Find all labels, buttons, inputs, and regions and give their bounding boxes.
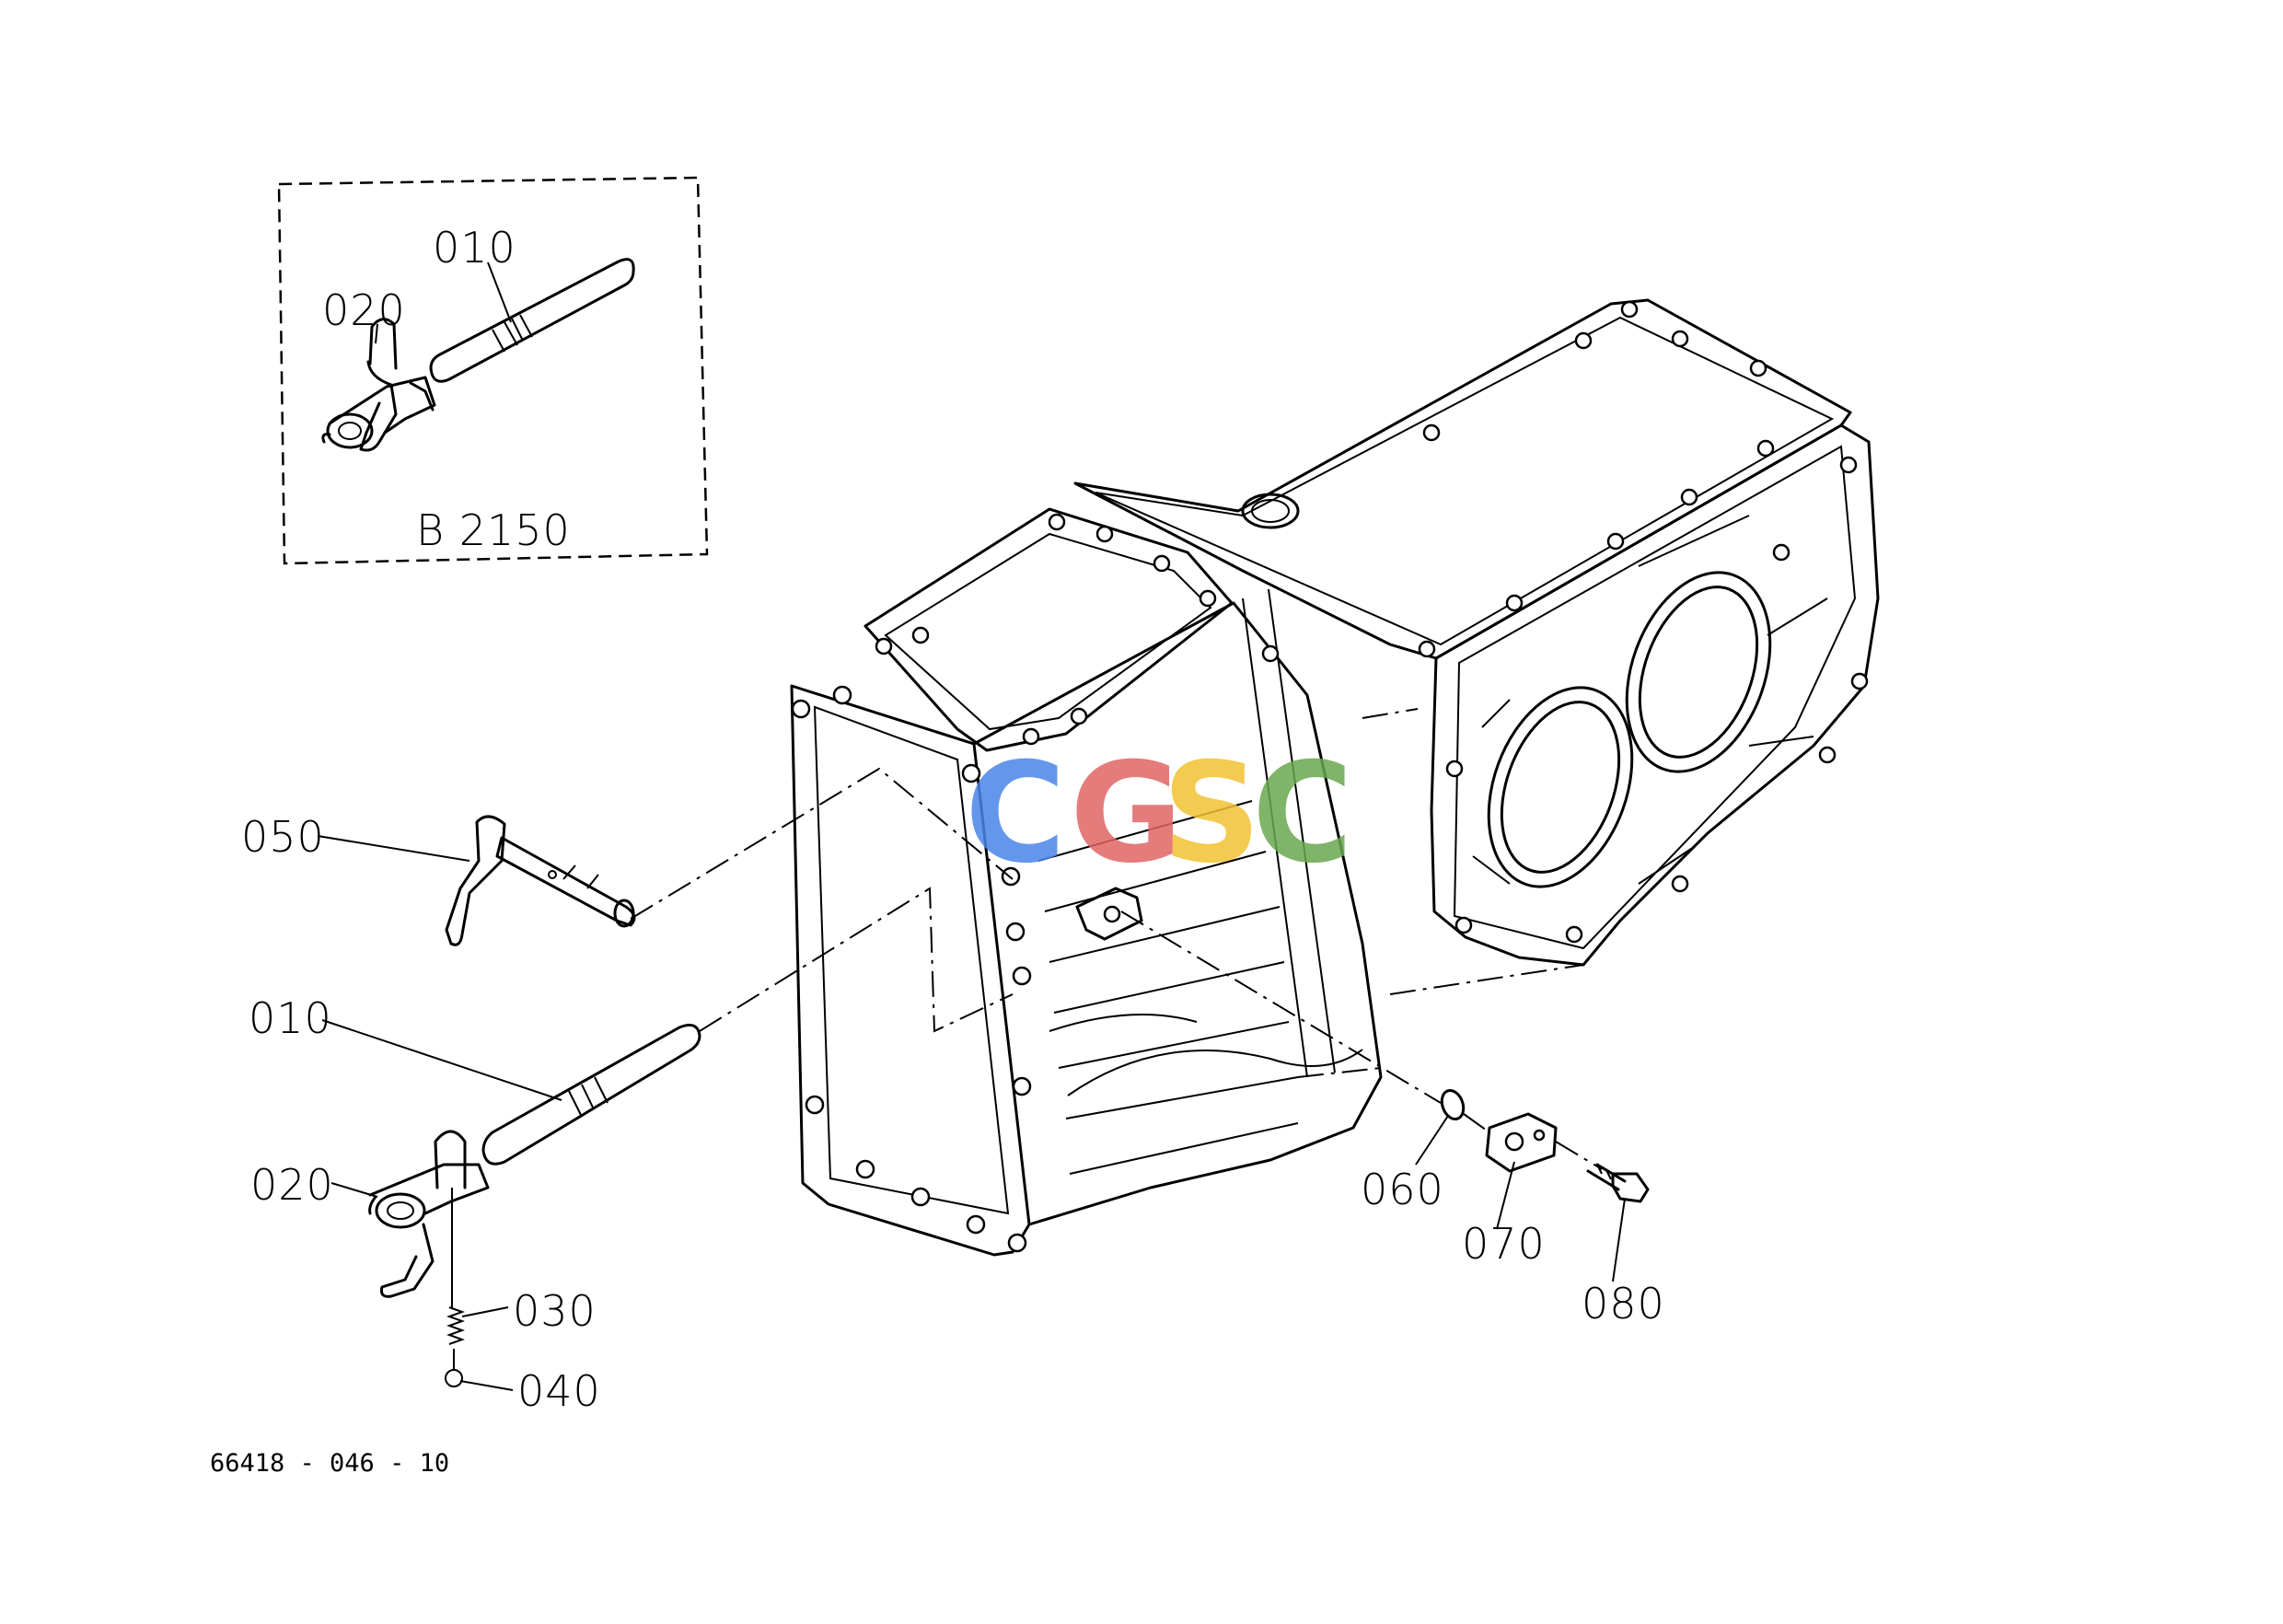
part-020-shift-fork [368,1130,490,1298]
label-010: 010 [249,993,332,1043]
leader-lines [317,835,1626,1391]
watermark-logo: C G S C [965,734,1353,894]
inset-label-shaft: 010 [433,223,516,273]
label-050: 050 [241,812,325,862]
label-030: 030 [513,1286,597,1336]
transmission-case [790,298,1880,1257]
inset-label-fork: 020 [322,285,406,335]
part-070-plate [1485,1112,1558,1173]
watermark-letter-1: C [965,734,1066,894]
watermark-letter-2: G [1070,734,1183,894]
label-040: 040 [517,1366,601,1416]
part-040-ball [445,1369,463,1387]
assembly-lines [451,767,1603,1370]
label-080: 080 [1582,1279,1665,1328]
inset-shift-fork [321,318,436,452]
part-050-lever [445,815,636,946]
label-070: 070 [1462,1219,1546,1269]
watermark-letter-3: S [1162,734,1261,894]
label-060: 060 [1361,1165,1444,1214]
inset-shift-rod [429,258,635,383]
part-060-o-ring [1440,1089,1466,1120]
label-020: 020 [250,1160,334,1210]
part-010-shift-rod [481,1024,701,1166]
part-080-bolt [1586,1163,1650,1203]
watermark-letter-4: C [1252,734,1353,894]
inset-variant-box: 010 020 B 2150 [277,176,709,565]
inset-variant-label: B 2150 [416,505,571,555]
part-030-spring [446,1306,465,1345]
figure-reference: 66418 - 046 - 10 [210,1449,449,1478]
